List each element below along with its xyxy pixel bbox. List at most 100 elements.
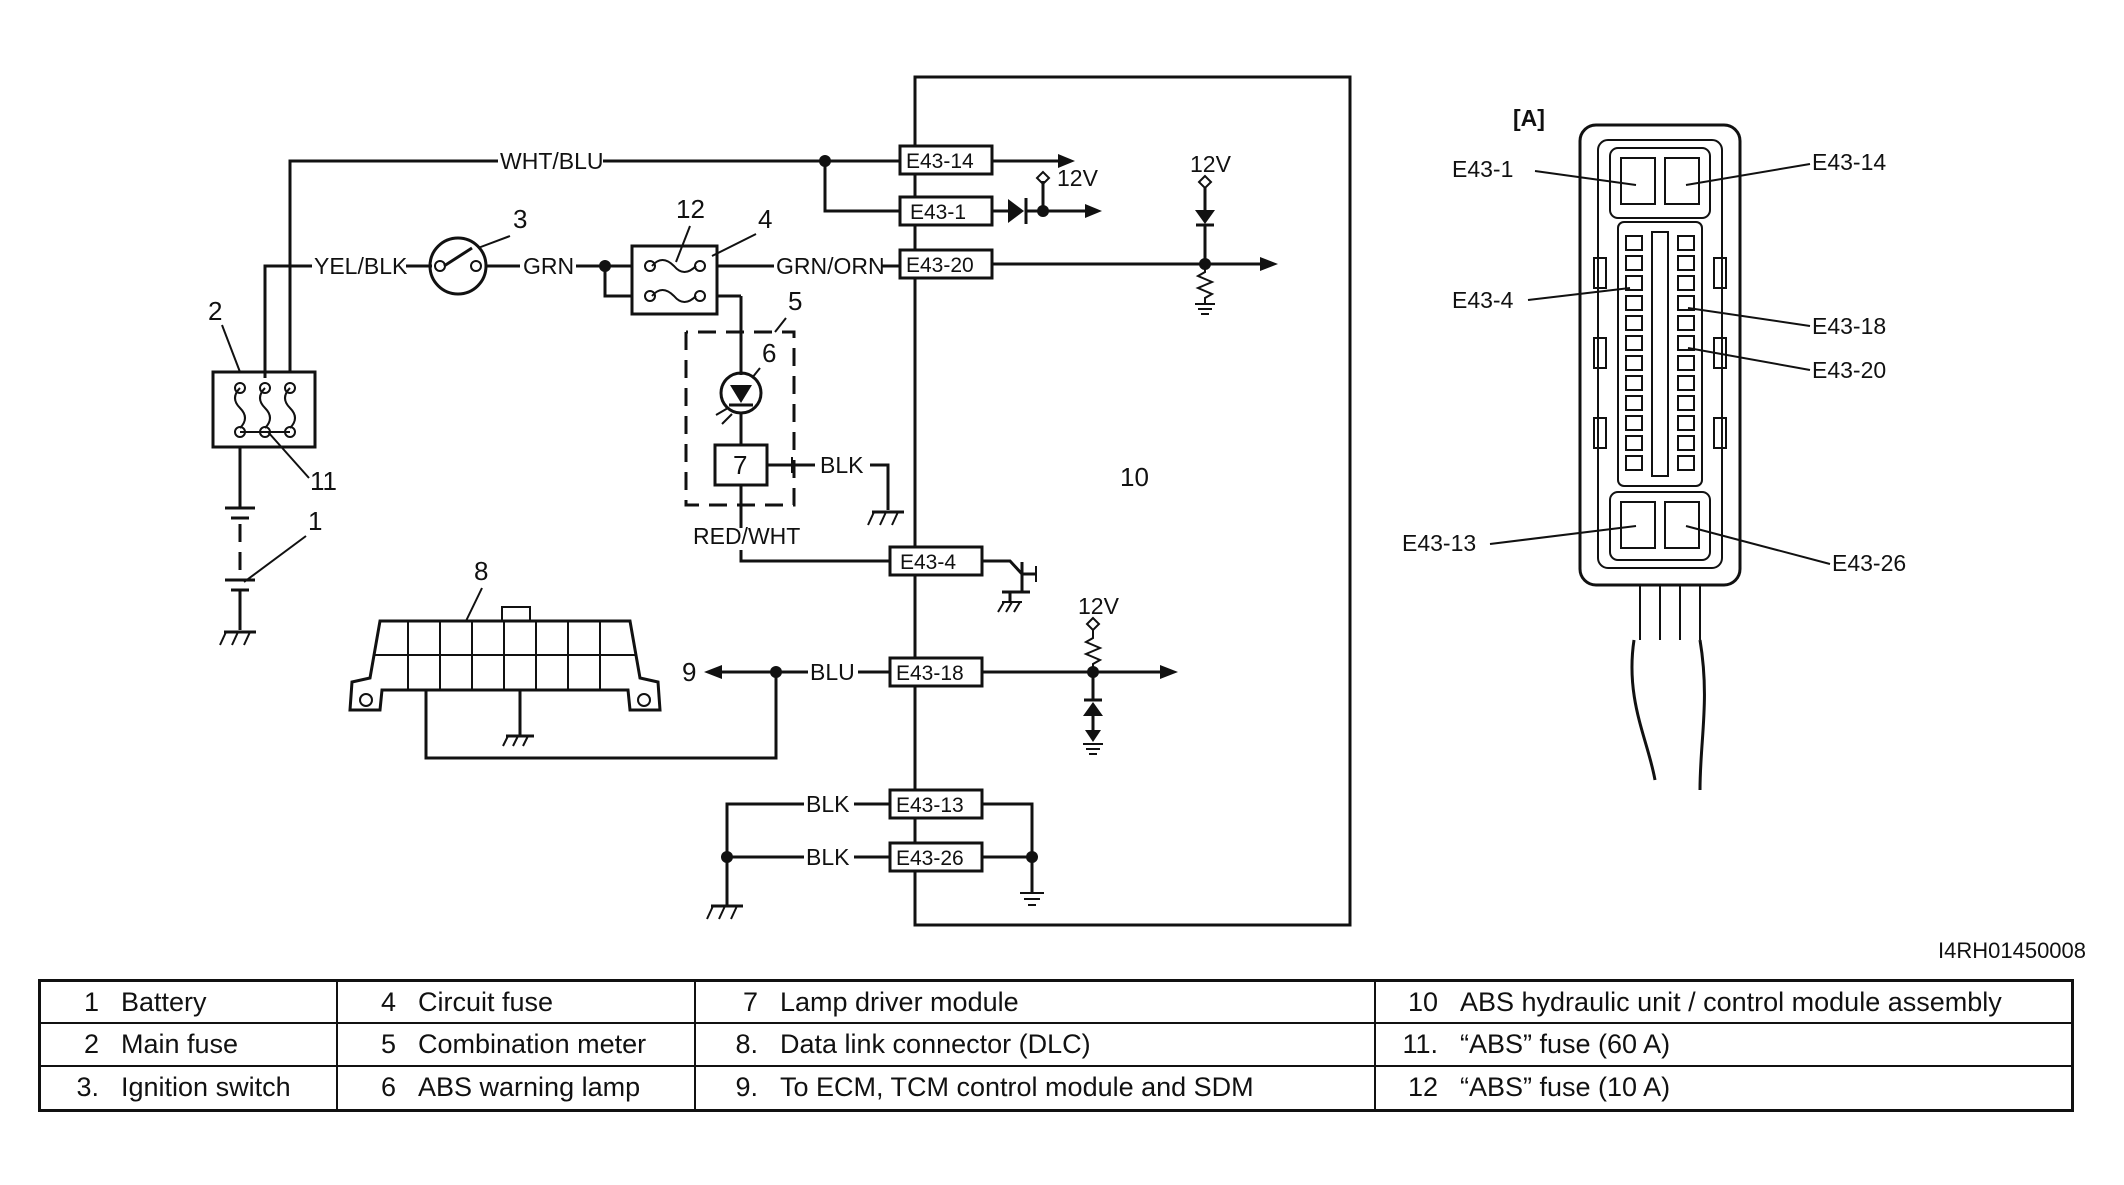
abs-control-module-outline [913, 75, 1352, 927]
connector-pin [1625, 335, 1643, 351]
svg-text:E43-4: E43-4 [900, 551, 956, 574]
callout-3: 3 [513, 204, 527, 234]
connector-pin [1677, 435, 1695, 451]
legend-item-label: ABS warning lamp [418, 1072, 641, 1103]
combination-meter-outline [684, 330, 796, 507]
svg-text:12V: 12V [1078, 593, 1120, 619]
svg-text:E43-20: E43-20 [906, 254, 974, 277]
connector-pin [1625, 275, 1643, 291]
svg-text:BLK: BLK [806, 791, 850, 817]
figure-code: I4RH01450008 [1938, 938, 2086, 963]
legend-item: 11.“ABS” fuse (60 A) [1376, 1024, 2071, 1067]
connector-pin [1677, 395, 1695, 411]
callout-8: 8 [474, 556, 488, 586]
callout-10: 10 [1120, 462, 1149, 492]
legend-item-number: 5 [380, 1028, 396, 1059]
terminal-e43-4: E43-4 [888, 545, 984, 577]
wiring-diagram: 10 E43-14 E43-1 E43-20 E43-4 E43-18 E43-… [208, 75, 2086, 963]
terminal-e43-13: E43-13 [888, 788, 984, 820]
ignition-switch [428, 236, 488, 296]
connector-pin [1677, 235, 1695, 251]
svg-text:BLK: BLK [820, 452, 864, 478]
legend-item: 12“ABS” fuse (10 A) [1376, 1067, 2071, 1109]
legend-item-number: 2 [83, 1028, 99, 1059]
svg-text:BLK: BLK [806, 844, 850, 870]
callout-11: 11 [310, 466, 337, 496]
svg-text:RED/WHT: RED/WHT [693, 523, 800, 549]
wire-blu: 9 BLU [682, 657, 890, 687]
legend-item-label: Combination meter [418, 1028, 647, 1059]
e43-4-internal-circuit [982, 559, 1037, 613]
legend-item-label: To ECM, TCM control module and SDM [780, 1072, 1254, 1103]
legend-item-number: 1 [83, 986, 99, 1017]
legend-item: 8. Data link connector (DLC) [696, 1024, 1376, 1067]
connector-pin-grid [1625, 235, 1695, 471]
wire-yel-blk: YEL/BLK [263, 253, 432, 378]
legend-item: 10 ABS hydraulic unit / control module as… [1376, 982, 2071, 1025]
svg-text:E43-26: E43-26 [896, 847, 964, 870]
connector-pin [1677, 335, 1695, 351]
svg-text:E43-4: E43-4 [1452, 287, 1514, 313]
e43-13-26-internal-ground [982, 802, 1044, 906]
svg-text:[A]: [A] [1513, 105, 1545, 131]
legend-item-label: Data link connector (DLC) [780, 1028, 1091, 1059]
svg-text:YEL/BLK: YEL/BLK [314, 253, 408, 279]
legend-item-label: Ignition switch [121, 1072, 291, 1103]
legend-item-label: ABS hydraulic unit / control module asse… [1460, 986, 2002, 1017]
svg-text:GRN/ORN: GRN/ORN [776, 253, 885, 279]
connector-pin [1625, 255, 1643, 271]
terminal-e43-26: E43-26 [888, 841, 984, 873]
legend-item-number: 6 [380, 1072, 396, 1103]
wire-red-wht: RED/WHT [693, 523, 890, 563]
svg-text:E43-14: E43-14 [1812, 149, 1886, 175]
terminal-e43-1: E43-1 [898, 195, 994, 227]
legend-item-number: 8. [735, 1028, 758, 1059]
svg-text:GRN: GRN [523, 253, 574, 279]
connector-pin [1625, 435, 1643, 451]
legend-item-number: 7 [742, 986, 758, 1017]
terminal-e43-20: E43-20 [898, 248, 994, 280]
legend-item-label: Battery [121, 986, 207, 1017]
legend-item-number: 12 [1407, 1072, 1438, 1103]
svg-text:12V: 12V [1057, 165, 1099, 191]
legend-item-label: “ABS” fuse (60 A) [1460, 1028, 1671, 1059]
svg-text:BLU: BLU [810, 659, 855, 685]
svg-text:7: 7 [733, 450, 747, 480]
legend-item: 3.Ignition switch [41, 1066, 338, 1109]
connector-pin [1625, 375, 1643, 391]
lamp-driver-module: 7 BLK [713, 443, 904, 528]
legend-item-label: Lamp driver module [780, 986, 1019, 1017]
legend-item-number: 10 [1407, 986, 1438, 1017]
legend-item: 6 ABS warning lamp [338, 1066, 696, 1109]
callout-12: 12 [676, 194, 705, 224]
terminal-e43-18: E43-18 [888, 656, 984, 688]
svg-text:E43-13: E43-13 [896, 794, 964, 817]
legend-item-label: Circuit fuse [418, 986, 554, 1017]
abs-warning-lamp [715, 371, 763, 445]
e43-1-internal-circuit: 12V [992, 165, 1102, 224]
callout-2: 2 [208, 296, 222, 326]
connector-pin [1625, 455, 1643, 471]
e43-18-internal-circuit: 12V [982, 593, 1178, 755]
svg-text:12V: 12V [1190, 151, 1232, 177]
connector-pin [1625, 355, 1643, 371]
legend-item: 9.To ECM, TCM control module and SDM [696, 1066, 1376, 1109]
connector-pin [1677, 275, 1695, 291]
svg-text:E43-18: E43-18 [1812, 313, 1886, 339]
circuit-fuse-box [630, 244, 719, 316]
svg-text:E43-26: E43-26 [1832, 550, 1906, 576]
connector-pin [1625, 415, 1643, 431]
callout-6: 6 [762, 338, 776, 368]
callout-4: 4 [758, 204, 772, 234]
svg-text:E43-14: E43-14 [906, 150, 974, 173]
main-fuse-box [211, 370, 317, 449]
connector-pin [1677, 415, 1695, 431]
connector-pin [1677, 255, 1695, 271]
svg-text:E43-1: E43-1 [910, 201, 966, 224]
e43-20-internal-circuit: 12V [992, 151, 1278, 315]
connector-callouts: E43-1 E43-14 E43-4 E43-18 E43-20 E43-13 … [1402, 149, 1906, 576]
legend-item: 5 Combination meter [338, 1024, 696, 1067]
